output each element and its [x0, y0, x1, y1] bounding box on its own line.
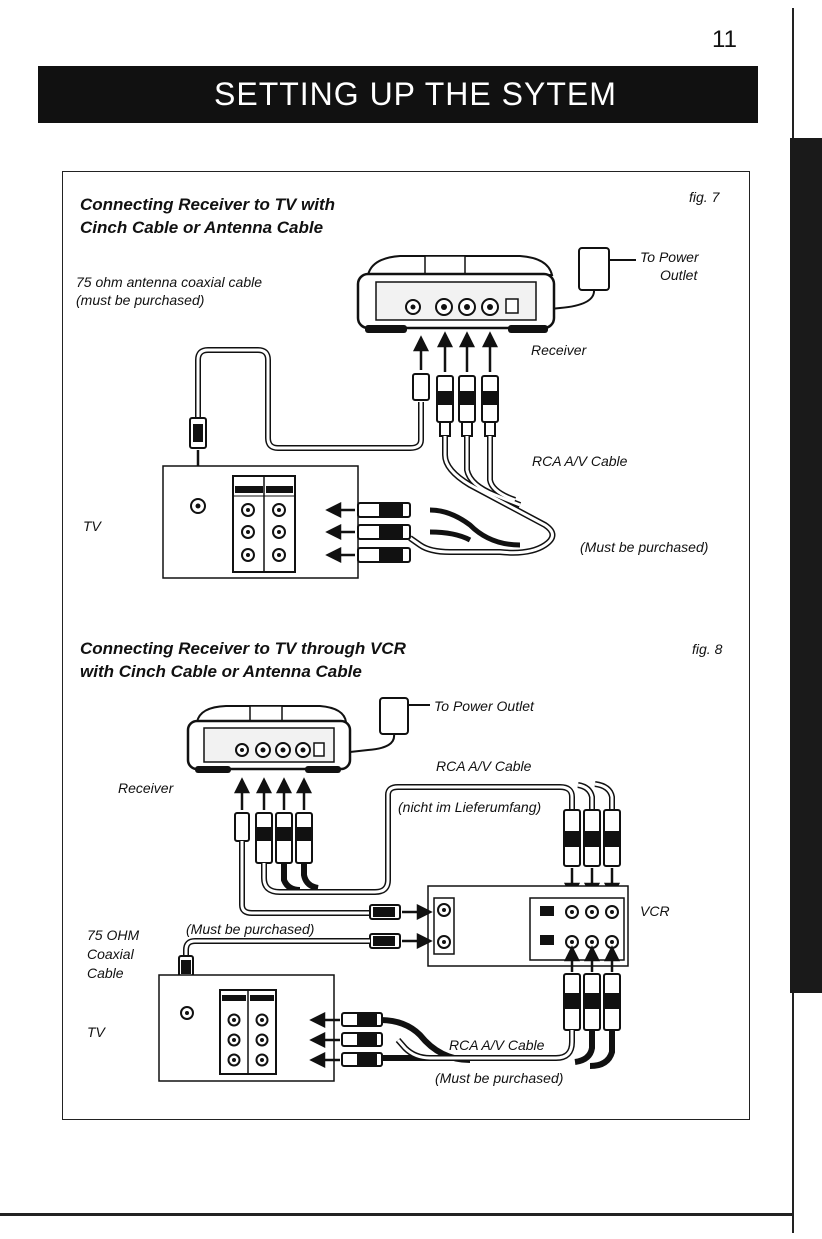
fig7-connector-arrows	[412, 331, 499, 372]
fig7-rca-cable-label: RCA A/V Cable	[532, 453, 628, 469]
fig7-antenna-label-line2: (must be purchased)	[76, 292, 204, 308]
fig8-tv-panel	[158, 974, 335, 1082]
fig8-vcr-coax-plugs	[369, 904, 401, 949]
fig8-coax-cable	[183, 938, 370, 960]
page-title: SETTING UP THE SYTEM	[214, 76, 617, 112]
fig8-coax-label-line2: Coaxial	[87, 946, 135, 962]
fig8-heading-line1: Connecting Receiver to TV through VCR	[80, 639, 407, 658]
fig8-coax-label-line1: 75 OHM	[87, 927, 139, 943]
fig8-nicht-label: (nicht im Lieferumfang)	[398, 799, 541, 815]
fig7-purchased-label: (Must be purchased)	[580, 539, 708, 555]
fig7-figure-label: fig. 7	[689, 189, 721, 205]
fig7-receiver-label: Receiver	[531, 342, 588, 358]
fig7-tv-label: TV	[83, 518, 103, 534]
fig8-vcr-bottom-plugs	[563, 973, 621, 1031]
page-edge-band	[790, 138, 822, 993]
page-number: 11	[712, 26, 737, 53]
fig7-rca-plugs	[412, 373, 499, 437]
fig8-power-adapter	[349, 697, 430, 753]
figure-frame	[62, 171, 750, 1120]
fig7-receiver-box	[356, 255, 556, 333]
fig8-tv-label: TV	[87, 1024, 107, 1040]
fig8-receiver-arrows	[233, 777, 313, 810]
fig8-heading-line2: with Cinch Cable or Antenna Cable	[80, 662, 362, 681]
fig8-receiver-box	[186, 705, 352, 773]
fig7-tv-panel	[162, 465, 359, 579]
fig8-receiver-plugs	[234, 812, 313, 864]
fig7-heading-line2: Cinch Cable or Antenna Cable	[80, 218, 323, 237]
fig7-tv-plugs	[357, 502, 411, 563]
page-title-bar: SETTING UP THE SYTEM	[38, 66, 758, 123]
fig8-coax-label-line3: Cable	[87, 965, 124, 981]
fig8-rca-cable-label-top: RCA A/V Cable	[436, 758, 532, 774]
fig8-tv-arrows	[309, 1011, 340, 1069]
fig7-power-label-line1: To Power	[640, 249, 700, 265]
fig8-rca-cable-label-bottom: RCA A/V Cable	[449, 1037, 545, 1053]
fig8-receiver-label: Receiver	[118, 780, 175, 796]
fig8-tv-plugs	[341, 1012, 383, 1067]
fig8-purchased-label-top: (Must be purchased)	[186, 921, 314, 937]
fig8-vcr-top-plugs	[563, 809, 621, 867]
fig8-vcr-label: VCR	[640, 903, 670, 919]
fig7-power-adapter	[539, 247, 636, 311]
fig8-vcr-coax-arrows	[402, 903, 433, 950]
fig8-diagram: Connecting Receiver to TV through VCR wi…	[80, 639, 723, 1086]
fig8-vcr-bottom-arrows	[563, 945, 621, 972]
fig8-purchased-label-bottom: (Must be purchased)	[435, 1070, 563, 1086]
fig7-antenna-label-line1: 75 ohm antenna coaxial cable	[76, 274, 262, 290]
fig7-antenna-cable	[195, 347, 424, 451]
fig7-power-label-line2: Outlet	[660, 267, 698, 283]
fig8-vcr-box	[427, 885, 629, 967]
fig8-power-label: To Power Outlet	[434, 698, 535, 714]
fig7-tv-arrows	[325, 501, 355, 564]
page-bottom-line	[0, 1213, 792, 1216]
fig7-diagram: Connecting Receiver to TV with Cinch Cab…	[76, 189, 721, 579]
fig8-figure-label: fig. 8	[692, 641, 723, 657]
fig7-heading-line1: Connecting Receiver to TV with	[80, 195, 335, 214]
